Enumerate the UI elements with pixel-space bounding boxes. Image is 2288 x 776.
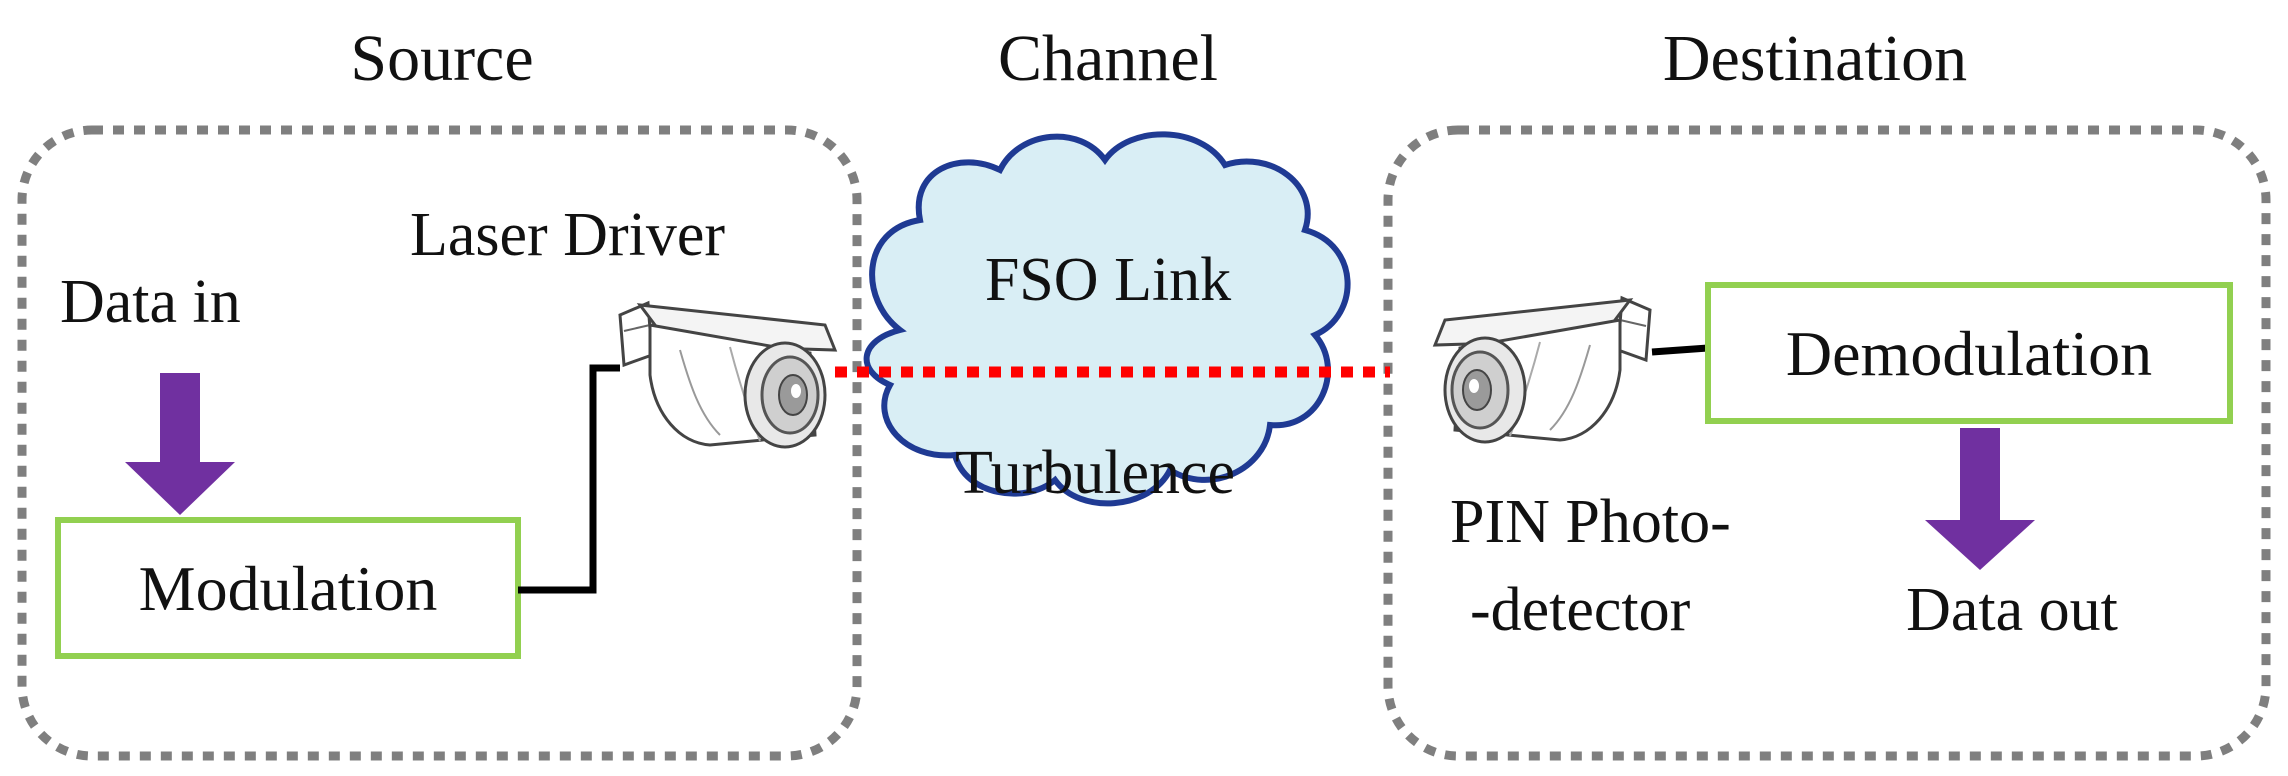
destination-group-border xyxy=(1383,125,2271,761)
data-out-label: Data out xyxy=(1906,576,2118,644)
laser-camera-icon xyxy=(618,300,838,449)
cloud-icon xyxy=(863,131,1351,507)
fso-link-label: FSO Link xyxy=(985,246,1231,314)
source-heading: Source xyxy=(350,22,533,95)
data-out-arrow xyxy=(1925,428,2035,570)
pin-photodetector-label-line1: PIN Photo- xyxy=(1450,488,1731,556)
demodulation-label: Demodulation xyxy=(1786,318,2152,389)
laser-driver-wire xyxy=(518,364,620,594)
photodetector-camera-icon xyxy=(1432,295,1652,444)
modulation-label: Modulation xyxy=(139,553,438,624)
pin-photodetector-label-line2: -detector xyxy=(1470,576,1691,644)
laser-driver-label: Laser Driver xyxy=(410,201,725,269)
channel-heading: Channel xyxy=(998,22,1218,95)
modulation-box xyxy=(55,517,521,659)
demodulation-box xyxy=(1705,282,2233,424)
source-group-border xyxy=(17,125,862,761)
data-in-arrow xyxy=(125,373,235,515)
data-in-label: Data in xyxy=(60,268,241,336)
turbulence-label: Turbulence xyxy=(955,439,1235,507)
detector-wire xyxy=(1651,344,1709,356)
destination-heading: Destination xyxy=(1663,22,1967,95)
